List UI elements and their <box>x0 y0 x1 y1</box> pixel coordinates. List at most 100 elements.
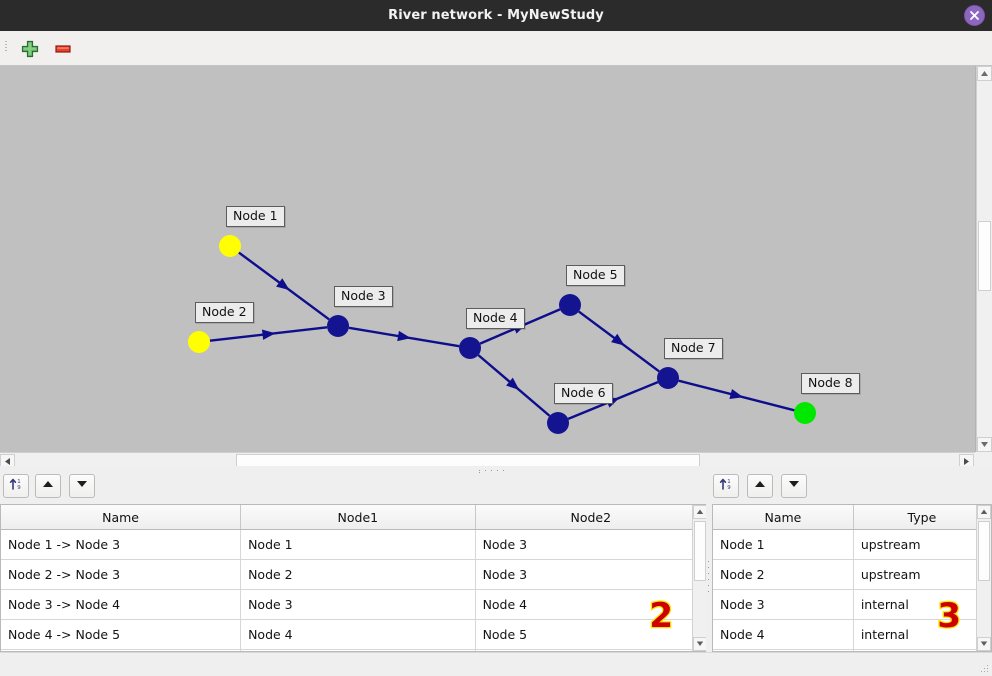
edge-direction-arrow-icon <box>261 329 276 340</box>
edges-layer <box>209 251 795 420</box>
table-cell-empty[interactable] <box>713 649 854 651</box>
window-status-area <box>0 652 992 676</box>
table-cell[interactable]: Node 4 -> Node 5 <box>1 619 242 650</box>
network-node[interactable] <box>219 235 241 257</box>
nodes-scroll-up-button[interactable] <box>977 505 991 519</box>
arrow-up-icon <box>43 481 53 487</box>
delete-node-button[interactable] <box>52 38 74 60</box>
column-header[interactable]: Node2 <box>475 505 707 530</box>
svg-text:9: 9 <box>727 485 731 491</box>
node-label[interactable]: Node 4 <box>466 308 525 329</box>
canvas-vertical-scrollbar[interactable] <box>976 66 992 452</box>
close-icon[interactable] <box>964 5 985 26</box>
table-cell[interactable]: internal <box>853 619 991 650</box>
table-cell[interactable]: Node 4 <box>713 619 854 650</box>
node-label[interactable]: Node 2 <box>195 302 254 323</box>
river-network-diagram[interactable]: Node 1 Node 2 Node 3 Node 4 Node 5 Node 6 Node… <box>0 66 976 452</box>
table-cell[interactable]: Node 5 <box>475 619 707 650</box>
table-cell[interactable]: Node 3 <box>713 589 854 620</box>
toolbar-drag-handle[interactable] <box>5 39 10 59</box>
links-move-down-button[interactable] <box>69 474 95 498</box>
links-scroll-thumb[interactable] <box>694 521 706 581</box>
table-cell[interactable]: Node 1 -> Node 3 <box>1 529 242 560</box>
horizontal-splitter[interactable] <box>0 466 992 474</box>
table-cell[interactable]: Node 1 <box>713 529 854 560</box>
add-node-button[interactable] <box>19 38 41 60</box>
canvas-horizontal-scrollbar[interactable] <box>0 452 975 470</box>
vertical-splitter[interactable] <box>706 500 712 652</box>
window-title: River network - MyNewStudy <box>388 8 604 23</box>
table-cell[interactable]: Node 2 <box>713 559 854 590</box>
links-scroll-down-button[interactable] <box>693 637 707 651</box>
nodes-move-down-button[interactable] <box>781 474 807 498</box>
table-cell[interactable]: Node 3 <box>475 559 707 590</box>
node-label[interactable]: Node 5 <box>566 265 625 286</box>
canvas-vscroll-thumb[interactable] <box>978 221 991 291</box>
table-cell[interactable]: Node 1 <box>240 529 476 560</box>
network-node[interactable] <box>459 337 481 359</box>
column-header[interactable]: Type <box>853 505 991 530</box>
scroll-down-button[interactable] <box>977 437 992 452</box>
network-node[interactable] <box>327 315 349 337</box>
column-header[interactable]: Node1 <box>240 505 476 530</box>
links-scroll-up-button[interactable] <box>693 505 707 519</box>
window-titlebar: River network - MyNewStudy <box>0 0 992 32</box>
network-node[interactable] <box>657 367 679 389</box>
network-canvas-area: Node 1 Node 2 Node 3 Node 4 Node 5 Node 6 Node… <box>0 66 992 471</box>
scroll-up-button[interactable] <box>977 66 992 81</box>
table-cell[interactable]: Node 2 <box>240 559 476 590</box>
table-cell-empty[interactable] <box>1 649 242 651</box>
node-label[interactable]: Node 3 <box>334 286 393 307</box>
table-cell[interactable]: upstream <box>853 529 991 560</box>
node-label[interactable]: Node 6 <box>554 383 613 404</box>
network-node[interactable] <box>559 294 581 316</box>
edge-direction-arrow-icon <box>729 388 744 400</box>
network-node[interactable] <box>794 402 816 424</box>
arrow-down-icon <box>77 481 87 487</box>
nodes-move-up-button[interactable] <box>747 474 773 498</box>
nodes-sort-button[interactable]: 1 9 <box>713 474 739 498</box>
table-cell[interactable]: internal <box>853 589 991 620</box>
main-toolbar <box>0 31 992 66</box>
network-graph-svg <box>188 235 816 434</box>
table-cell[interactable]: upstream <box>853 559 991 590</box>
links-sort-button[interactable]: 1 9 <box>3 474 29 498</box>
node-label[interactable]: Node 8 <box>801 373 860 394</box>
node-label[interactable]: Node 7 <box>664 338 723 359</box>
column-header[interactable]: Name <box>1 505 242 530</box>
nodes-table-scrollbar[interactable] <box>976 505 991 651</box>
svg-text:9: 9 <box>17 485 21 491</box>
nodes-scroll-down-button[interactable] <box>977 637 991 651</box>
table-cell-empty[interactable] <box>240 649 476 651</box>
sort-ascending-icon: 1 9 <box>9 478 21 491</box>
node-label[interactable]: Node 1 <box>226 206 285 227</box>
red-minus-delete-icon <box>55 45 71 53</box>
network-node[interactable] <box>188 331 210 353</box>
table-cell[interactable]: Node 4 <box>240 619 476 650</box>
links-move-up-button[interactable] <box>35 474 61 498</box>
window-resize-grip[interactable] <box>980 665 989 674</box>
nodes-scroll-thumb[interactable] <box>978 521 990 581</box>
table-cell[interactable]: Node 3 -> Node 4 <box>1 589 242 620</box>
network-node[interactable] <box>547 412 569 434</box>
sort-ascending-icon: 1 9 <box>719 478 731 491</box>
links-table-scrollbar[interactable] <box>692 505 707 651</box>
table-cell[interactable]: Node 2 -> Node 3 <box>1 559 242 590</box>
column-header[interactable]: Name <box>713 505 854 530</box>
svg-text:1: 1 <box>727 479 730 485</box>
table-cell[interactable]: Node 3 <box>475 529 707 560</box>
arrow-down-icon <box>789 481 799 487</box>
table-cell[interactable]: Node 4 <box>475 589 707 620</box>
table-cell[interactable]: Node 3 <box>240 589 476 620</box>
